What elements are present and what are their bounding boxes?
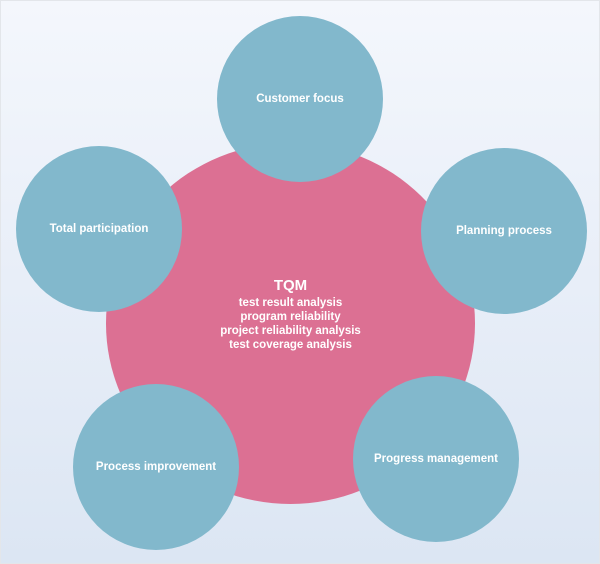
node-label: Planning process: [456, 225, 552, 237]
tqm-line: test result analysis: [238, 297, 343, 309]
node-progress-management: Progress management: [353, 376, 519, 542]
node-label: Process improvement: [95, 461, 217, 473]
node-label: Total participation: [49, 223, 149, 235]
node-label: Customer focus: [256, 93, 344, 105]
node-planning-process: Planning process: [421, 148, 587, 314]
tqm-line: test coverage analysis: [229, 339, 352, 351]
tqm-title: TQM: [273, 277, 308, 294]
tqm-line: program reliability: [240, 311, 341, 323]
node-customer-focus: Customer focus: [217, 16, 383, 182]
node-label: Progress management: [374, 453, 498, 465]
tqm-text-block: TQM test result analysis program reliabi…: [106, 277, 475, 352]
node-process-improvement: Process improvement: [73, 384, 239, 550]
tqm-line: project reliability analysis: [220, 325, 361, 337]
node-total-participation: Total participation: [16, 146, 182, 312]
